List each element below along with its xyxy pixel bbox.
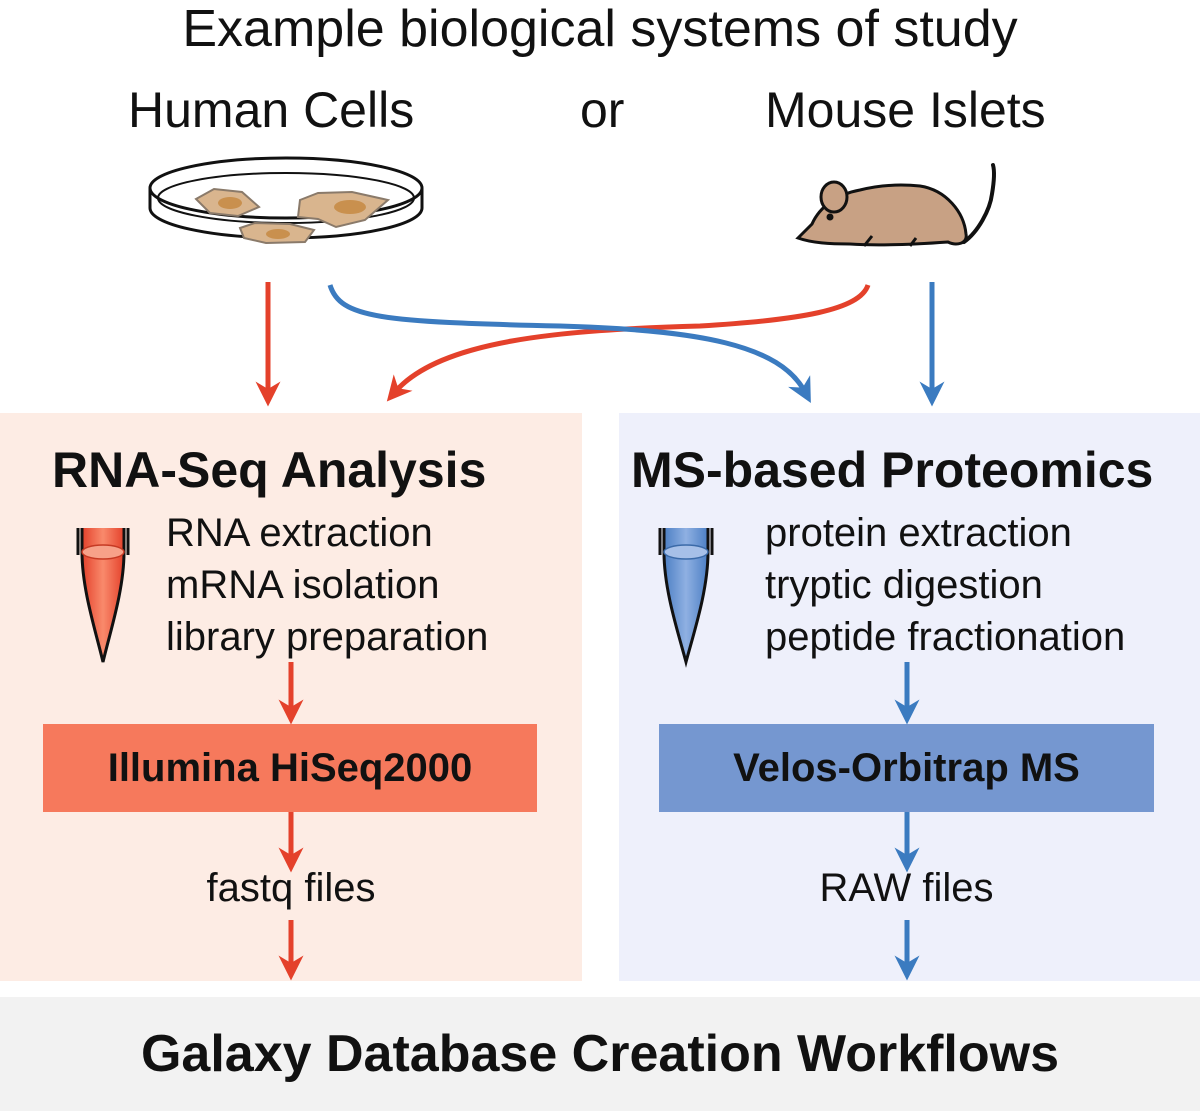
mouse-icon bbox=[795, 163, 997, 247]
ms-steps: protein extraction tryptic digestion pep… bbox=[765, 507, 1125, 663]
orbitrap-instrument-box: Velos-Orbitrap MS bbox=[659, 724, 1154, 812]
source-arrows bbox=[255, 282, 945, 407]
fastq-files-label: fastq files bbox=[206, 866, 376, 910]
ms-step: peptide fractionation bbox=[765, 615, 1126, 659]
rna-step: library preparation bbox=[166, 615, 489, 659]
galaxy-workflows-footer: Galaxy Database Creation Workflows bbox=[0, 997, 1200, 1111]
rna-seq-panel-title: RNA-Seq Analysis bbox=[52, 442, 487, 498]
rna-step: mRNA isolation bbox=[166, 563, 440, 607]
source-human-cells-label: Human Cells bbox=[128, 82, 415, 138]
diagram-title: Example biological systems of study bbox=[182, 0, 1018, 58]
ms-proteomics-panel-title: MS-based Proteomics bbox=[631, 442, 1154, 498]
red-sample-tube-icon bbox=[76, 528, 130, 663]
ms-step: protein extraction bbox=[765, 511, 1072, 555]
blue-sample-tube-icon bbox=[658, 528, 714, 668]
source-mouse-islets-label: Mouse Islets bbox=[765, 82, 1046, 138]
illumina-instrument-box: Illumina HiSeq2000 bbox=[43, 724, 537, 812]
raw-files-label: RAW files bbox=[819, 866, 994, 910]
rna-step: RNA extraction bbox=[166, 511, 433, 555]
ms-step: tryptic digestion bbox=[765, 563, 1043, 607]
rna-seq-steps: RNA extraction mRNA isolation library pr… bbox=[166, 507, 488, 663]
connector-or-label: or bbox=[580, 82, 625, 138]
petri-dish-icon bbox=[148, 156, 424, 245]
